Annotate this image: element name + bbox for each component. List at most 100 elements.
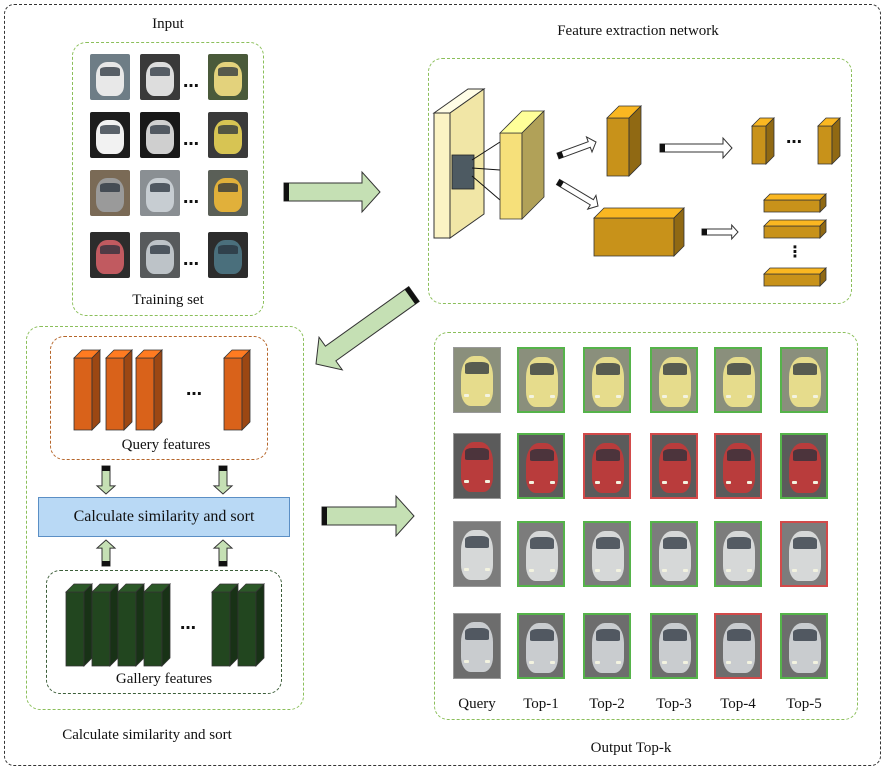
result-image-top-2 bbox=[583, 347, 631, 413]
car-light bbox=[485, 480, 490, 483]
gallery-features-panel bbox=[46, 570, 282, 694]
car-window bbox=[596, 537, 620, 549]
car-window bbox=[663, 629, 687, 641]
car-window bbox=[530, 537, 554, 549]
query-features-label: Query features bbox=[121, 437, 211, 453]
input-label: Input bbox=[152, 16, 184, 32]
calculate-section-label: Calculate similarity and sort bbox=[62, 727, 232, 743]
car-window bbox=[100, 125, 120, 134]
query-image bbox=[453, 347, 501, 413]
training-ellipsis: … bbox=[183, 188, 200, 207]
gallery-features-label: Gallery features bbox=[115, 671, 213, 687]
car-window bbox=[530, 449, 554, 461]
car-light bbox=[792, 661, 797, 664]
result-image-top-3 bbox=[650, 521, 698, 587]
result-image-top-3 bbox=[650, 347, 698, 413]
car-window bbox=[218, 245, 238, 254]
training-image bbox=[140, 112, 180, 158]
car-window bbox=[218, 183, 238, 192]
car-light bbox=[485, 660, 490, 663]
car-light bbox=[550, 569, 555, 572]
result-image-top-1 bbox=[517, 347, 565, 413]
car-light bbox=[747, 569, 752, 572]
car-window bbox=[663, 537, 687, 549]
result-image-top-2 bbox=[583, 433, 631, 499]
car-window bbox=[465, 448, 489, 460]
car-window bbox=[465, 536, 489, 548]
result-column-label: Top-5 bbox=[786, 696, 822, 712]
training-image bbox=[140, 170, 180, 216]
result-image-top-4 bbox=[714, 613, 762, 679]
network-panel bbox=[428, 58, 852, 304]
car-window bbox=[100, 245, 120, 254]
training-image bbox=[140, 232, 180, 278]
result-image-top-1 bbox=[517, 521, 565, 587]
gallery-ellipsis: … bbox=[180, 614, 197, 633]
car-window bbox=[727, 629, 751, 641]
result-image-top-2 bbox=[583, 613, 631, 679]
query-ellipsis: … bbox=[186, 380, 203, 399]
car-light bbox=[683, 661, 688, 664]
query-image bbox=[453, 433, 501, 499]
result-column-label: Query bbox=[458, 696, 496, 712]
car-window bbox=[530, 363, 554, 375]
training-image bbox=[90, 54, 130, 100]
car-light bbox=[813, 569, 818, 572]
result-image-top-5 bbox=[780, 521, 828, 587]
training-image bbox=[208, 232, 248, 278]
car-window bbox=[218, 125, 238, 134]
output-panel bbox=[434, 332, 858, 720]
training-set-label: Training set bbox=[132, 292, 204, 308]
car-light bbox=[662, 569, 667, 572]
car-light bbox=[792, 481, 797, 484]
car-window bbox=[596, 363, 620, 375]
similarity-panel bbox=[26, 326, 304, 710]
training-set-panel bbox=[72, 42, 264, 316]
feature-extraction-label: Feature extraction network bbox=[557, 23, 719, 39]
car-window bbox=[727, 449, 751, 461]
result-image-top-2 bbox=[583, 521, 631, 587]
training-ellipsis: … bbox=[183, 130, 200, 149]
car-light bbox=[747, 661, 752, 664]
local-ellipsis: ⋮ bbox=[787, 242, 804, 261]
car-window bbox=[218, 67, 238, 76]
car-window bbox=[150, 245, 170, 254]
car-light bbox=[464, 660, 469, 663]
car-light bbox=[726, 481, 731, 484]
result-image-top-3 bbox=[650, 613, 698, 679]
car-light bbox=[464, 394, 469, 397]
training-image bbox=[208, 170, 248, 216]
training-image bbox=[208, 112, 248, 158]
result-image-top-5 bbox=[780, 613, 828, 679]
car-light bbox=[616, 481, 621, 484]
car-light bbox=[662, 481, 667, 484]
car-light bbox=[550, 395, 555, 398]
car-window bbox=[530, 629, 554, 641]
car-window bbox=[150, 183, 170, 192]
result-image-top-4 bbox=[714, 347, 762, 413]
car-light bbox=[726, 569, 731, 572]
result-image-top-4 bbox=[714, 433, 762, 499]
car-light bbox=[595, 661, 600, 664]
car-light bbox=[616, 661, 621, 664]
training-ellipsis: … bbox=[183, 72, 200, 91]
car-light bbox=[550, 481, 555, 484]
global-ellipsis: … bbox=[786, 128, 803, 147]
result-image-top-5 bbox=[780, 347, 828, 413]
car-light bbox=[595, 569, 600, 572]
car-window bbox=[100, 67, 120, 76]
car-light bbox=[529, 395, 534, 398]
query-image bbox=[453, 521, 501, 587]
car-light bbox=[616, 569, 621, 572]
car-light bbox=[550, 661, 555, 664]
car-window bbox=[727, 363, 751, 375]
result-image-top-5 bbox=[780, 433, 828, 499]
car-window bbox=[465, 362, 489, 374]
car-light bbox=[595, 481, 600, 484]
car-window bbox=[793, 449, 817, 461]
result-image-top-1 bbox=[517, 433, 565, 499]
car-window bbox=[596, 449, 620, 461]
query-image bbox=[453, 613, 501, 679]
car-window bbox=[465, 628, 489, 640]
car-light bbox=[529, 661, 534, 664]
